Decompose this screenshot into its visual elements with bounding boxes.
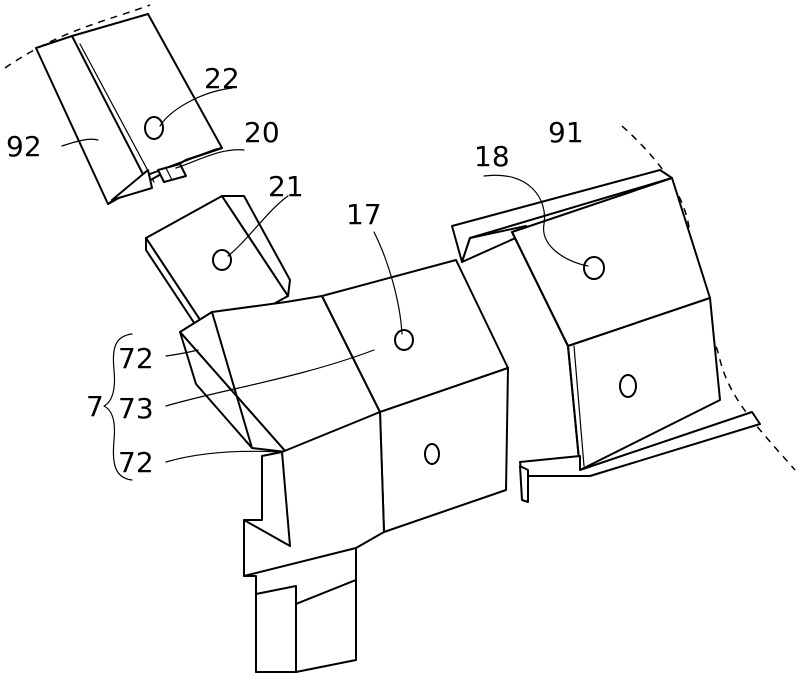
label-92: 92: [6, 130, 42, 163]
tube-92: [36, 14, 222, 204]
hole-22: [145, 117, 163, 139]
hole-21: [213, 250, 231, 270]
hole-91-lower: [620, 375, 636, 397]
hole-18: [584, 257, 604, 279]
label-18: 18: [474, 140, 510, 173]
label-91: 91: [548, 116, 584, 149]
hole-17: [395, 330, 413, 350]
label-20: 20: [244, 116, 280, 149]
hole-lower-right: [425, 444, 439, 464]
label-7: 7: [86, 390, 104, 423]
label-72-lower: 72: [118, 446, 154, 479]
label-21: 21: [268, 170, 304, 203]
label-22: 22: [204, 62, 240, 95]
label-73: 73: [118, 392, 154, 425]
label-17: 17: [346, 198, 382, 231]
corner-connector-7: [146, 196, 508, 672]
label-72-upper: 72: [118, 342, 154, 375]
